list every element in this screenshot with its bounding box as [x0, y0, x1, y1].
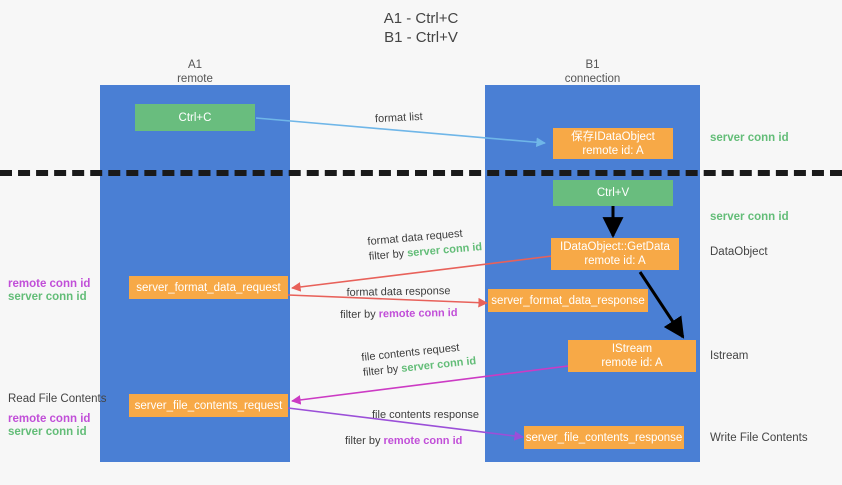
box-save-idataobject-line2: remote id: A [582, 144, 644, 157]
left-label-remote-conn-id-2: remote conn id [8, 412, 90, 427]
left-label-read-file-contents-text: Read File Contents [8, 393, 107, 405]
edge-label-file-contents-response: file contents response [372, 408, 479, 423]
filter-prefix: filter by [340, 308, 379, 322]
box-server-format-data-response-label: server_format_data_response [491, 294, 645, 307]
box-getdata-line1: IDataObject::GetData [560, 241, 670, 253]
box-istream-line1: IStream [611, 343, 653, 355]
box-server-file-contents-response-label: server_file_contents_response [525, 431, 683, 444]
edge-label-file-contents-response-filter: filter by remote conn id [345, 434, 462, 449]
column-b1-sub: connection [564, 73, 621, 85]
right-label-istream-text: Istream [710, 350, 749, 362]
left-label-remote-conn-id-1: remote conn id [8, 277, 90, 292]
left-label-server-conn-id-1-text: server conn id [8, 291, 87, 303]
filter-value-remote-conn-id: remote conn id [383, 435, 463, 447]
box-ctrl-v[interactable]: Ctrl+V [553, 180, 673, 206]
box-ctrl-c-label: Ctrl+C [178, 111, 212, 124]
filter-prefix: filter by [345, 435, 384, 447]
right-label-server-conn-id-top-text: server conn id [710, 132, 789, 144]
edge-label-format-list: format list [375, 110, 423, 127]
left-label-server-conn-id-1: server conn id [8, 290, 87, 305]
column-header-a1: A1 remote [100, 58, 290, 86]
box-ctrl-v-label: Ctrl+V [596, 187, 630, 199]
box-server-format-data-response[interactable]: server_format_data_response [488, 289, 648, 312]
column-a1-name: A1 [187, 59, 203, 71]
column-b1-name: B1 [585, 59, 600, 71]
phase-separator [0, 170, 842, 176]
diagram-title: A1 - Ctrl+C B1 - Ctrl+V [0, 9, 842, 47]
edge-label-format-data-response-text: format data response [346, 285, 451, 299]
right-label-write-file-contents: Write File Contents [710, 431, 808, 446]
box-idataobject-getdata[interactable]: IDataObject::GetData remote id: A [551, 238, 679, 270]
box-save-idataobject[interactable]: 保存IDataObject remote id: A [553, 128, 673, 159]
edge-label-format-data-request: format data request filter by server con… [367, 225, 483, 265]
edge-label-format-list-text: format list [374, 110, 423, 126]
box-ctrl-c[interactable]: Ctrl+C [135, 104, 255, 131]
box-save-idataobject-line1: 保存IDataObject [571, 130, 655, 143]
box-getdata-line2: remote id: A [584, 255, 646, 267]
edge-label-format-data-response-filter: filter by remote conn id [340, 306, 458, 323]
right-label-istream: Istream [710, 349, 748, 364]
box-server-format-data-request[interactable]: server_format_data_request [129, 276, 288, 299]
box-server-file-contents-request[interactable]: server_file_contents_request [129, 394, 288, 417]
right-label-dataobject: DataObject [710, 245, 768, 260]
right-label-write-file-contents-text: Write File Contents [710, 432, 808, 444]
edge-label-format-data-response: format data response filter by remote co… [340, 284, 458, 323]
left-label-server-conn-id-2-text: server conn id [8, 426, 87, 438]
right-label-server-conn-id-mid-text: server conn id [710, 211, 789, 223]
right-label-server-conn-id-mid: server conn id [710, 210, 789, 225]
right-label-dataobject-text: DataObject [710, 246, 768, 258]
filter-prefix: filter by [368, 247, 408, 263]
column-a1-sub: remote [177, 73, 213, 85]
filter-prefix: filter by [362, 362, 402, 379]
box-server-file-contents-request-label: server_file_contents_request [134, 399, 283, 412]
left-label-server-conn-id-2: server conn id [8, 425, 87, 440]
box-istream[interactable]: IStream remote id: A [568, 340, 696, 372]
right-label-server-conn-id-top: server conn id [710, 131, 789, 146]
edge-label-file-contents-response-text: file contents response [372, 409, 480, 421]
box-server-format-data-request-label: server_format_data_request [136, 281, 281, 294]
title-line-1: A1 - Ctrl+C [383, 10, 459, 27]
column-header-b1: B1 connection [485, 58, 700, 86]
left-label-remote-conn-id-1-text: remote conn id [8, 278, 91, 290]
title-line-2: B1 - Ctrl+V [384, 29, 458, 46]
box-server-file-contents-response[interactable]: server_file_contents_response [524, 426, 684, 449]
box-istream-line2: remote id: A [601, 357, 663, 369]
edge-label-file-contents-request: file contents request filter by server c… [361, 339, 477, 381]
filter-value-remote-conn-id: remote conn id [378, 306, 458, 321]
left-label-remote-conn-id-2-text: remote conn id [8, 413, 91, 425]
left-label-read-file-contents: Read File Contents [8, 392, 106, 407]
